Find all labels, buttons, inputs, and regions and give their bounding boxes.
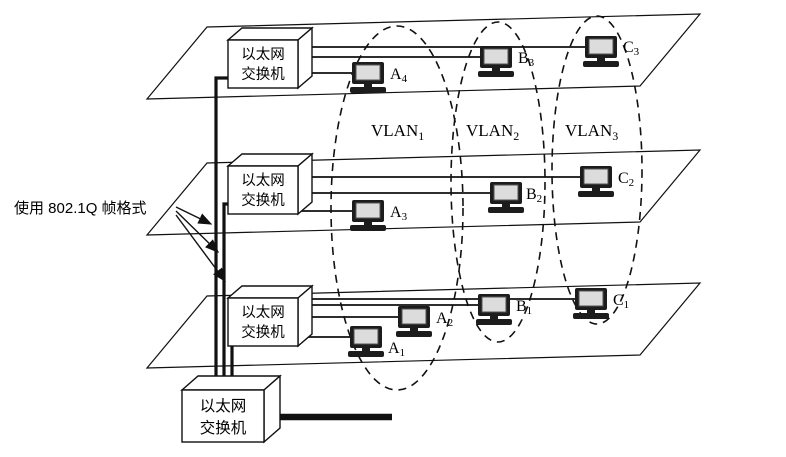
computer-b1-icon <box>475 293 513 326</box>
annotation-arrow-2 <box>175 210 220 253</box>
annotation-802-1q: 使用 802.1Q 帧格式 <box>14 200 147 217</box>
ethernet-switch-floor1: 以太网 交换机 <box>226 284 314 348</box>
ethernet-switch-label: 交换机 <box>241 191 285 209</box>
vlan3-boundary-ellipse <box>551 15 643 325</box>
computer-c3-icon <box>582 35 620 68</box>
computer-c2-icon <box>577 165 615 198</box>
annotation-arrow-1 <box>175 206 213 225</box>
vlan1-boundary-ellipse <box>330 25 464 391</box>
computer-b1-label: B1 <box>516 298 532 317</box>
ethernet-switch-label: 交换机 <box>200 419 247 437</box>
computer-b2-icon <box>487 181 525 214</box>
vlan2-boundary-ellipse <box>450 21 546 343</box>
computer-b3-label: B3 <box>518 50 535 69</box>
computer-a2-icon <box>395 305 433 338</box>
ethernet-switch-backbone: 以太网 交换机 <box>180 374 282 444</box>
switch-front-face <box>227 165 299 215</box>
annotation-arrow-3 <box>175 214 226 283</box>
ethernet-switch-label: 以太网 <box>200 397 247 415</box>
ethernet-switch-label: 交换机 <box>241 65 285 83</box>
computer-c1-label: C1 <box>613 292 629 311</box>
computer-a2-label: A2 <box>436 310 453 329</box>
switch-front-face <box>181 389 265 443</box>
vlan1-label: VLAN1 <box>371 121 424 143</box>
computer-c1-icon <box>572 287 610 320</box>
computer-a1-label: A1 <box>388 340 405 359</box>
computer-c3-label: C3 <box>623 39 640 58</box>
trunk-link-floor2 <box>222 202 228 380</box>
computer-a3-icon <box>349 199 387 232</box>
switch-front-face <box>227 39 299 89</box>
computer-b3-icon <box>477 45 515 78</box>
computer-a4-label: A4 <box>390 66 408 85</box>
computer-a3-label: A3 <box>390 204 408 223</box>
ethernet-switch-label: 以太网 <box>241 304 285 321</box>
ethernet-switch-floor3: 以太网 交换机 <box>226 26 314 90</box>
switch-front-face <box>227 297 299 347</box>
computer-c2-label: C2 <box>618 170 634 189</box>
ethernet-switch-label: 交换机 <box>241 323 285 341</box>
vlan2-label: VLAN2 <box>466 121 519 143</box>
ethernet-switch-label: 以太网 <box>241 172 285 189</box>
computer-b2-label: B2 <box>526 186 542 205</box>
ethernet-switch-label: 以太网 <box>241 46 285 63</box>
switch-top-face <box>180 375 282 391</box>
computer-a1-icon <box>347 325 385 358</box>
vlan3-label: VLAN3 <box>565 121 618 143</box>
ethernet-switch-floor2: 以太网 交换机 <box>226 152 314 216</box>
computer-a4-icon <box>349 61 387 94</box>
